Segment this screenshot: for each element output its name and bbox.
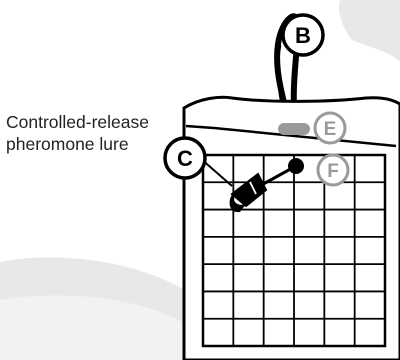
background-swoosh-top bbox=[338, 0, 400, 62]
lure-caption: Controlled-release pheromone lure bbox=[6, 111, 191, 155]
callout-e: E bbox=[313, 111, 347, 145]
callout-c: C bbox=[163, 136, 207, 180]
hanger-slot bbox=[278, 123, 310, 135]
callout-f: F bbox=[316, 153, 350, 187]
callout-b: B bbox=[281, 13, 325, 57]
callout-c-label: C bbox=[177, 146, 193, 171]
background-swoosh-bottom-light bbox=[0, 295, 188, 360]
lure-caption-line-2: pheromone lure bbox=[6, 134, 129, 154]
callout-b-label: B bbox=[295, 23, 311, 48]
callout-e-label: E bbox=[324, 119, 337, 140]
pheromone-lure-dispenser-icon bbox=[229, 158, 304, 213]
lure-caption-line-1: Controlled-release bbox=[6, 112, 149, 132]
callout-f-label: F bbox=[327, 161, 339, 182]
